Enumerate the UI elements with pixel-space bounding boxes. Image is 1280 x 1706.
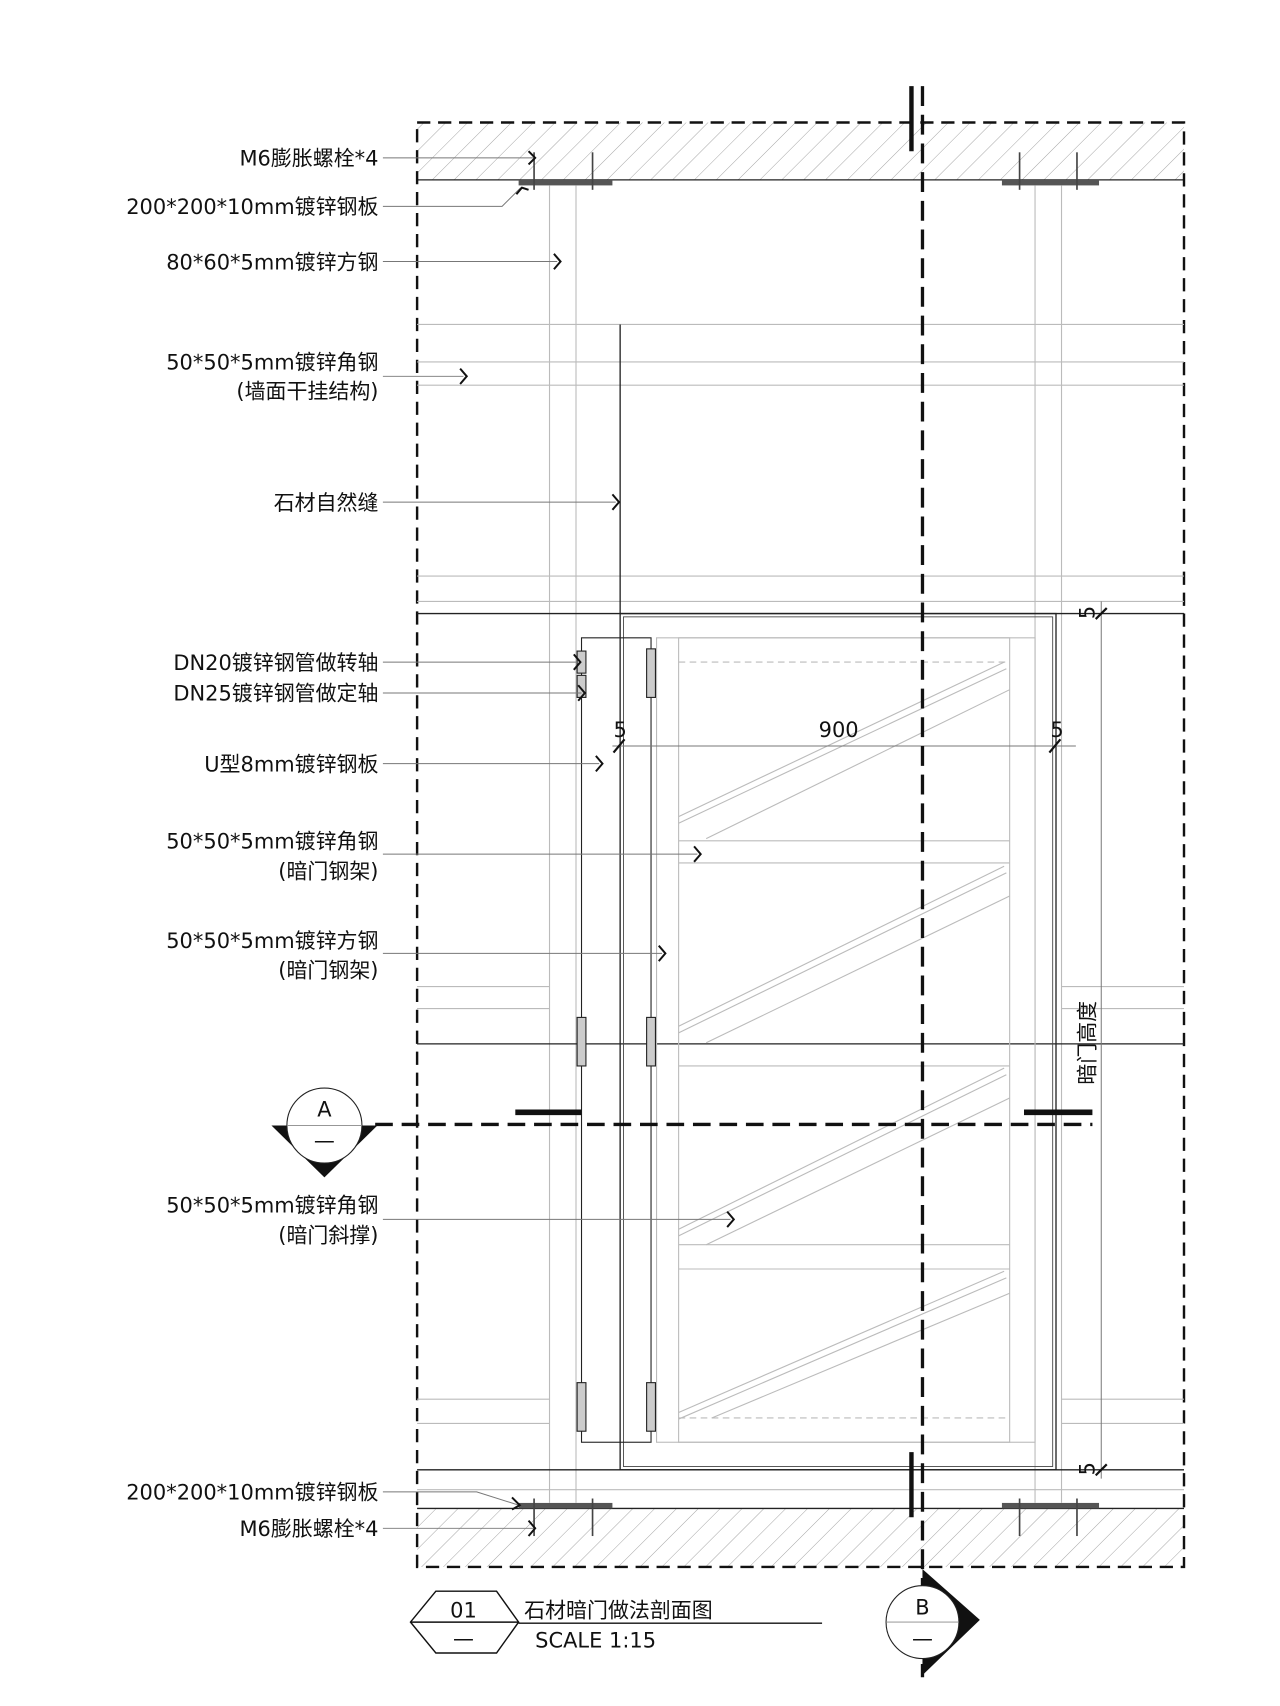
dimension-gap-top: 5 — [1076, 606, 1100, 619]
square-steel-columns — [548, 185, 1063, 1503]
svg-text:(暗门钢架): (暗门钢架) — [278, 959, 378, 983]
ceiling-slab — [417, 122, 1184, 180]
svg-text:M6膨胀螺栓*4: M6膨胀螺栓*4 — [239, 147, 378, 171]
callout-stone-joint: 石材自然缝 — [274, 491, 621, 515]
callout-expansion-bolt-bottom: M6膨胀螺栓*4 — [239, 1517, 537, 1541]
svg-text:(暗门钢架): (暗门钢架) — [278, 859, 378, 883]
svg-text:50*50*5mm镀锌方钢: 50*50*5mm镀锌方钢 — [166, 929, 378, 953]
steel-plates — [518, 152, 1100, 1537]
callout-expansion-bolt-top: M6膨胀螺栓*4 — [239, 147, 537, 171]
title-block: 01 — 石材暗门做法剖面图 SCALE 1:15 — [409, 1590, 823, 1654]
callout-u-plate: U型8mm镀锌钢板 — [204, 752, 604, 776]
svg-text:50*50*5mm镀锌角钢: 50*50*5mm镀锌角钢 — [166, 351, 378, 375]
svg-text:A: A — [317, 1098, 332, 1122]
diagonal-braces — [678, 661, 1010, 1420]
svg-text:50*50*5mm镀锌角钢: 50*50*5mm镀锌角钢 — [166, 1194, 378, 1218]
dimension-gap-right: 5 — [1050, 718, 1063, 742]
drawing-number: 01 — [450, 1599, 477, 1623]
drawing-scale: SCALE 1:15 — [535, 1628, 656, 1652]
dimension-gap-bottom: 5 — [1076, 1462, 1100, 1475]
drawing-title: 石材暗门做法剖面图 — [524, 1599, 713, 1623]
door-height-label: 暗门高度 — [1076, 1001, 1100, 1085]
callout-door-square-steel: 50*50*5mm镀锌方钢 (暗门钢架) — [166, 929, 667, 983]
section-line-b — [909, 86, 925, 1678]
callouts: M6膨胀螺栓*4 200*200*10mm镀锌钢板 80*60*5mm镀锌方钢 … — [126, 147, 736, 1541]
svg-text:B: B — [915, 1595, 929, 1619]
section-marker-b: B — — [885, 1569, 980, 1676]
callout-dn25-pipe: DN25镀锌钢管做定轴 — [173, 682, 587, 706]
section-line-a — [375, 1109, 1093, 1127]
callout-steel-plate-bottom: 200*200*10mm镀锌钢板 — [126, 1481, 522, 1511]
svg-text:DN25镀锌钢管做定轴: DN25镀锌钢管做定轴 — [173, 682, 378, 706]
callout-square-steel: 80*60*5mm镀锌方钢 — [166, 250, 562, 274]
svg-text:M6膨胀螺栓*4: M6膨胀螺栓*4 — [239, 1517, 378, 1541]
hidden-door-panel — [576, 612, 1057, 1471]
svg-text:(墙面干挂结构): (墙面干挂结构) — [236, 379, 378, 403]
svg-text:—: — — [314, 1129, 335, 1153]
detail-boundary — [415, 121, 1186, 1569]
section-marker-a: A — — [271, 1087, 378, 1178]
svg-text:200*200*10mm镀锌钢板: 200*200*10mm镀锌钢板 — [126, 1481, 378, 1505]
svg-text:(暗门斜撑): (暗门斜撑) — [278, 1224, 378, 1248]
callout-wall-angle-steel: 50*50*5mm镀锌角钢 (墙面干挂结构) — [166, 351, 469, 403]
svg-text:—: — — [912, 1626, 933, 1650]
callout-steel-plate-top: 200*200*10mm镀锌钢板 — [126, 186, 529, 219]
svg-text:80*60*5mm镀锌方钢: 80*60*5mm镀锌方钢 — [166, 250, 378, 274]
dimension-width: 900 5 5 — [612, 718, 1076, 754]
svg-text:200*200*10mm镀锌钢板: 200*200*10mm镀锌钢板 — [126, 195, 378, 219]
pivot-pipes — [576, 648, 656, 1432]
dimension-900: 900 — [819, 718, 859, 742]
dimension-height: 5 5 暗门高度 — [1076, 601, 1108, 1479]
callout-door-brace: 50*50*5mm镀锌角钢 (暗门斜撑) — [166, 1194, 736, 1248]
callout-dn20-pipe: DN20镀锌钢管做转轴 — [173, 651, 582, 675]
dimension-gap-left: 5 — [613, 718, 626, 742]
svg-text:DN20镀锌钢管做转轴: DN20镀锌钢管做转轴 — [173, 651, 378, 675]
svg-text:50*50*5mm镀锌角钢: 50*50*5mm镀锌角钢 — [166, 830, 378, 854]
wall-angle-steel — [417, 323, 1184, 1491]
drawing-sheet: — — [453, 1626, 474, 1650]
floor-slab — [417, 1508, 1184, 1567]
callout-door-angle-steel: 50*50*5mm镀锌角钢 (暗门钢架) — [166, 830, 702, 883]
svg-text:U型8mm镀锌钢板: U型8mm镀锌钢板 — [204, 752, 378, 776]
svg-text:石材自然缝: 石材自然缝 — [274, 491, 379, 515]
